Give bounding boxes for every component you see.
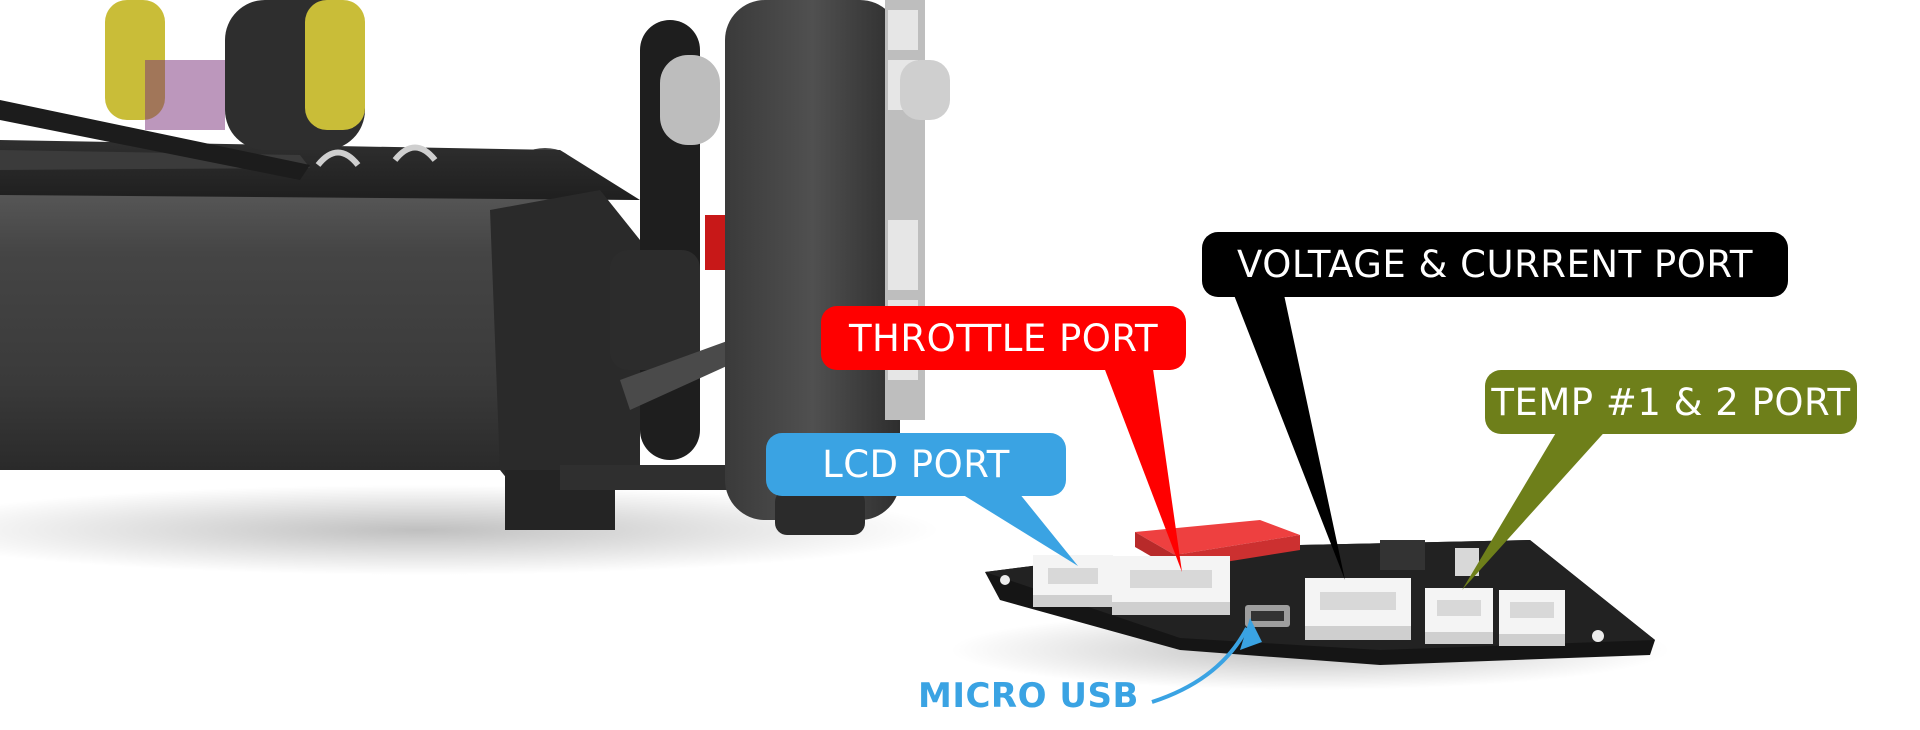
callout-voltage-current-port: VOLTAGE & CURRENT PORT	[1202, 232, 1788, 297]
temp-connector-1	[1425, 588, 1493, 644]
voltage-current-connector	[1305, 578, 1411, 640]
micro-usb-arrow	[1151, 627, 1249, 704]
callout-throttle-port: THROTTLE PORT	[821, 306, 1186, 370]
callout-tail-temp	[1462, 426, 1610, 590]
callout-tail-voltage	[1232, 290, 1345, 580]
motor-assembly	[0, 0, 950, 535]
micro-usb-connector	[1245, 605, 1290, 627]
micro-usb-label: MICRO USB	[918, 676, 1139, 716]
callout-tail-throttle	[1102, 362, 1182, 572]
callout-temp-label: TEMP #1 & 2 PORT	[1491, 380, 1851, 424]
callout-voltage-current-label: VOLTAGE & CURRENT PORT	[1237, 243, 1753, 286]
throttle-connector	[1112, 556, 1230, 615]
callout-lcd-label: LCD PORT	[822, 443, 1010, 486]
temp-connector-2	[1499, 590, 1565, 646]
callout-lcd-port: LCD PORT	[766, 433, 1066, 496]
micro-usb-arrowhead	[1240, 618, 1262, 650]
callout-temp-port: TEMP #1 & 2 PORT	[1485, 370, 1857, 434]
callout-tail-lcd	[952, 488, 1078, 566]
callout-throttle-label: THROTTLE PORT	[848, 316, 1159, 360]
